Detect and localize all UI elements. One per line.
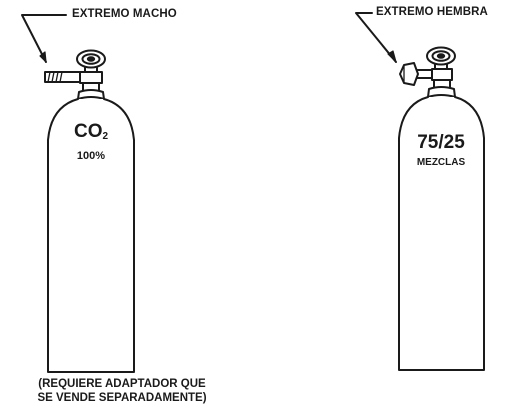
right-mix-ratio: 75/25: [417, 132, 465, 153]
left-cylinder-body: [47, 98, 135, 373]
right-cylinder: [355, 12, 485, 371]
left-thread-lines: [47, 71, 63, 83]
right-handwheel-hub: [436, 53, 446, 59]
left-callout-arrowhead: [39, 51, 47, 63]
left-handwheel-inner: [81, 53, 101, 65]
left-gas-formula: CO: [73, 121, 103, 142]
left-cylinder: [21, 14, 135, 373]
left-handwheel-outer: [76, 49, 106, 69]
right-female-nut: [399, 62, 419, 86]
right-callout-leader: [355, 12, 397, 63]
right-neck-collar: [427, 86, 456, 98]
right-handwheel-outer: [426, 46, 456, 66]
left-callout-leader: [21, 14, 67, 63]
right-handwheel-inner: [431, 50, 451, 62]
adapter-note-line2: SE VENDE SEPARADAMENTE): [37, 392, 207, 404]
adapter-note-line1: (REQUIERE ADAPTADOR QUE: [38, 378, 206, 390]
adapter-note: (REQUIERE ADAPTADOR QUE SE VENDE SEPARAD…: [4, 377, 240, 405]
right-cylinder-body: [398, 96, 485, 371]
right-mix-label: MEZCLAS: [416, 157, 466, 168]
left-gas-name: CO2: [68, 121, 114, 142]
right-callout-label: EXTREMO HEMBRA: [376, 6, 488, 18]
left-neck-collar: [77, 89, 105, 100]
left-gas-percent: 100%: [76, 150, 106, 162]
left-handwheel-hub: [86, 56, 96, 62]
left-gas-subscript: 2: [102, 131, 109, 142]
left-callout-label: EXTREMO MACHO: [72, 8, 177, 20]
right-callout-arrowhead: [387, 50, 397, 63]
left-valve-body: [79, 71, 103, 84]
right-valve-body: [431, 68, 453, 81]
